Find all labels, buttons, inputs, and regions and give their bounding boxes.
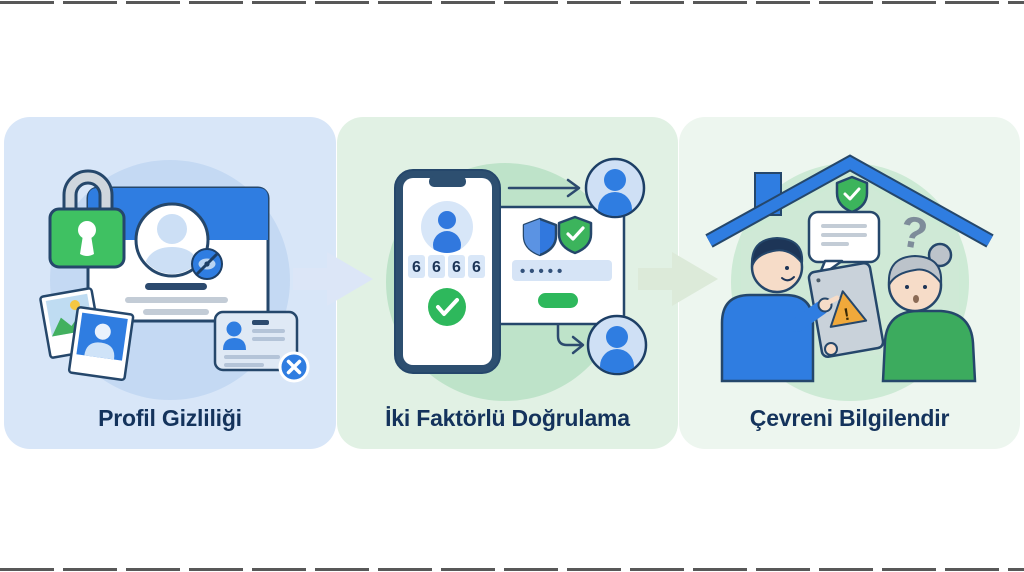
step-title: İki Faktörlü Doğrulama [385, 405, 630, 431]
shield-check-icon [835, 175, 869, 214]
phone-notch [429, 176, 466, 187]
profile-card [86, 186, 270, 323]
otp-digit: 6 [472, 259, 481, 276]
id-card-icon [213, 310, 310, 383]
shield-icon [522, 217, 558, 257]
arrow-bottom-icon [556, 323, 585, 355]
flow-arrow-step2-to-step3 [638, 252, 718, 306]
step-title: Profil Gizliliği [98, 405, 242, 431]
hidden-eye-badge-icon [191, 248, 223, 280]
step-title: Çevreni Bilgilendir [749, 405, 950, 431]
photo-thumbnails [39, 287, 135, 382]
warning-mark: ! [842, 305, 851, 325]
step-panel-inform-circle: ? ! [679, 117, 1020, 449]
otp-code-boxes: 6 6 6 6 [408, 255, 485, 278]
id-user-icon [223, 321, 246, 350]
check-circle-icon [428, 288, 466, 326]
speech-bubble-icon [807, 210, 881, 280]
step-panel-profile-privacy: Profil Gizliliği [4, 117, 336, 449]
padlock-icon [48, 169, 126, 269]
step-panel-two-factor: ••••• [337, 117, 678, 449]
user-avatar-top-icon [584, 157, 646, 219]
warning-triangle-icon: ! [829, 290, 868, 328]
login-card: ••••• [485, 205, 626, 326]
password-dots: ••••• [520, 263, 566, 280]
otp-digit: 6 [432, 259, 441, 276]
house-roof-icon [705, 154, 994, 248]
user-avatar-bottom-icon [586, 314, 648, 376]
inform-circle-illustration: ? ! [705, 154, 994, 401]
top-edge-line [0, 1, 1024, 4]
holding-hand [824, 342, 838, 356]
portrait-photo-icon [67, 306, 135, 382]
user-avatar-icon [421, 201, 473, 253]
profile-privacy-illustration [39, 160, 310, 400]
two-factor-illustration: ••••• [386, 157, 648, 401]
pointing-hand [790, 295, 840, 356]
id-text-lines [224, 320, 285, 367]
arrow-top-icon [507, 178, 581, 198]
avatar-icon [134, 202, 210, 278]
submit-button-pill [538, 293, 578, 308]
man-figure [720, 236, 815, 383]
otp-digit: 6 [412, 259, 421, 276]
woman-figure [881, 242, 977, 383]
shield-check-icon [557, 215, 593, 255]
password-field: ••••• [512, 260, 612, 281]
flow-arrow-step1-to-step2 [293, 252, 373, 306]
otp-digit: 6 [452, 259, 461, 276]
remove-x-badge-icon [278, 351, 310, 383]
tablet-icon: ! [807, 261, 885, 359]
smartphone-icon: 6 6 6 6 [394, 169, 501, 374]
hair-bun [927, 242, 953, 268]
bottom-edge-line [0, 568, 1024, 571]
card-text-lines [125, 283, 228, 315]
